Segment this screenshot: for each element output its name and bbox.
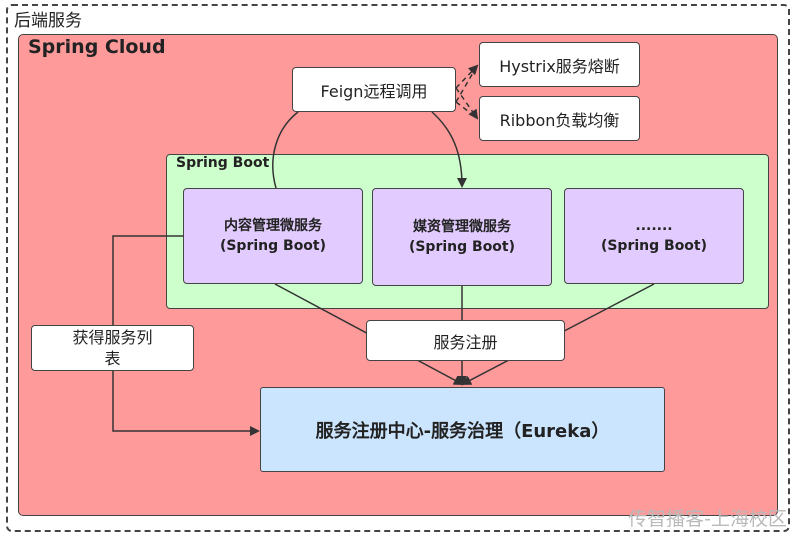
ribbon-box: Ribbon负载均衡 — [479, 96, 640, 141]
get-service-list-box: 获得服务列表 — [31, 325, 194, 371]
hystrix-label: Hystrix服务熔断 — [499, 56, 620, 76]
service-sub: (Spring Boot) — [219, 238, 327, 254]
service-box-content: 内容管理微服务 (Spring Boot) — [183, 188, 363, 284]
service-box-other: ....... (Spring Boot) — [564, 188, 744, 284]
service-name: 内容管理微服务 — [224, 218, 322, 234]
feign-curve-right — [431, 111, 467, 188]
service-sub: (Spring Boot) — [408, 239, 516, 255]
service-name: ....... — [635, 218, 673, 234]
service-sub: (Spring Boot) — [600, 238, 708, 254]
feign-curve-left — [272, 111, 299, 189]
spring-cloud-title: Spring Cloud — [28, 36, 166, 58]
feign-box: Feign远程调用 — [292, 67, 456, 112]
get-service-list-label: 获得服务列表 — [72, 328, 153, 368]
service-name: 媒资管理微服务 — [413, 219, 511, 235]
feign-label: Feign远程调用 — [320, 81, 428, 101]
register-label: 服务注册 — [433, 332, 498, 352]
backend-services-group — [6, 4, 790, 532]
hystrix-box: Hystrix服务熔断 — [479, 42, 640, 87]
dashed-to-hystrix-2 — [455, 65, 478, 103]
watermark-text: 传智播客-上海校区 — [628, 508, 787, 530]
eureka-box: 服务注册中心-服务治理（Eureka） — [260, 387, 665, 472]
register-box: 服务注册 — [366, 320, 565, 361]
ribbon-label: Ribbon负载均衡 — [499, 110, 620, 130]
eureka-label: 服务注册中心-服务治理（Eureka） — [315, 420, 610, 442]
service-box-media: 媒资管理微服务 (Spring Boot) — [372, 188, 552, 286]
spring-boot-title: Spring Boot — [176, 155, 270, 171]
dashed-to-ribbon-2 — [455, 101, 478, 119]
dashed-to-ribbon — [455, 87, 479, 120]
backend-services-title: 后端服务 — [14, 11, 82, 31]
